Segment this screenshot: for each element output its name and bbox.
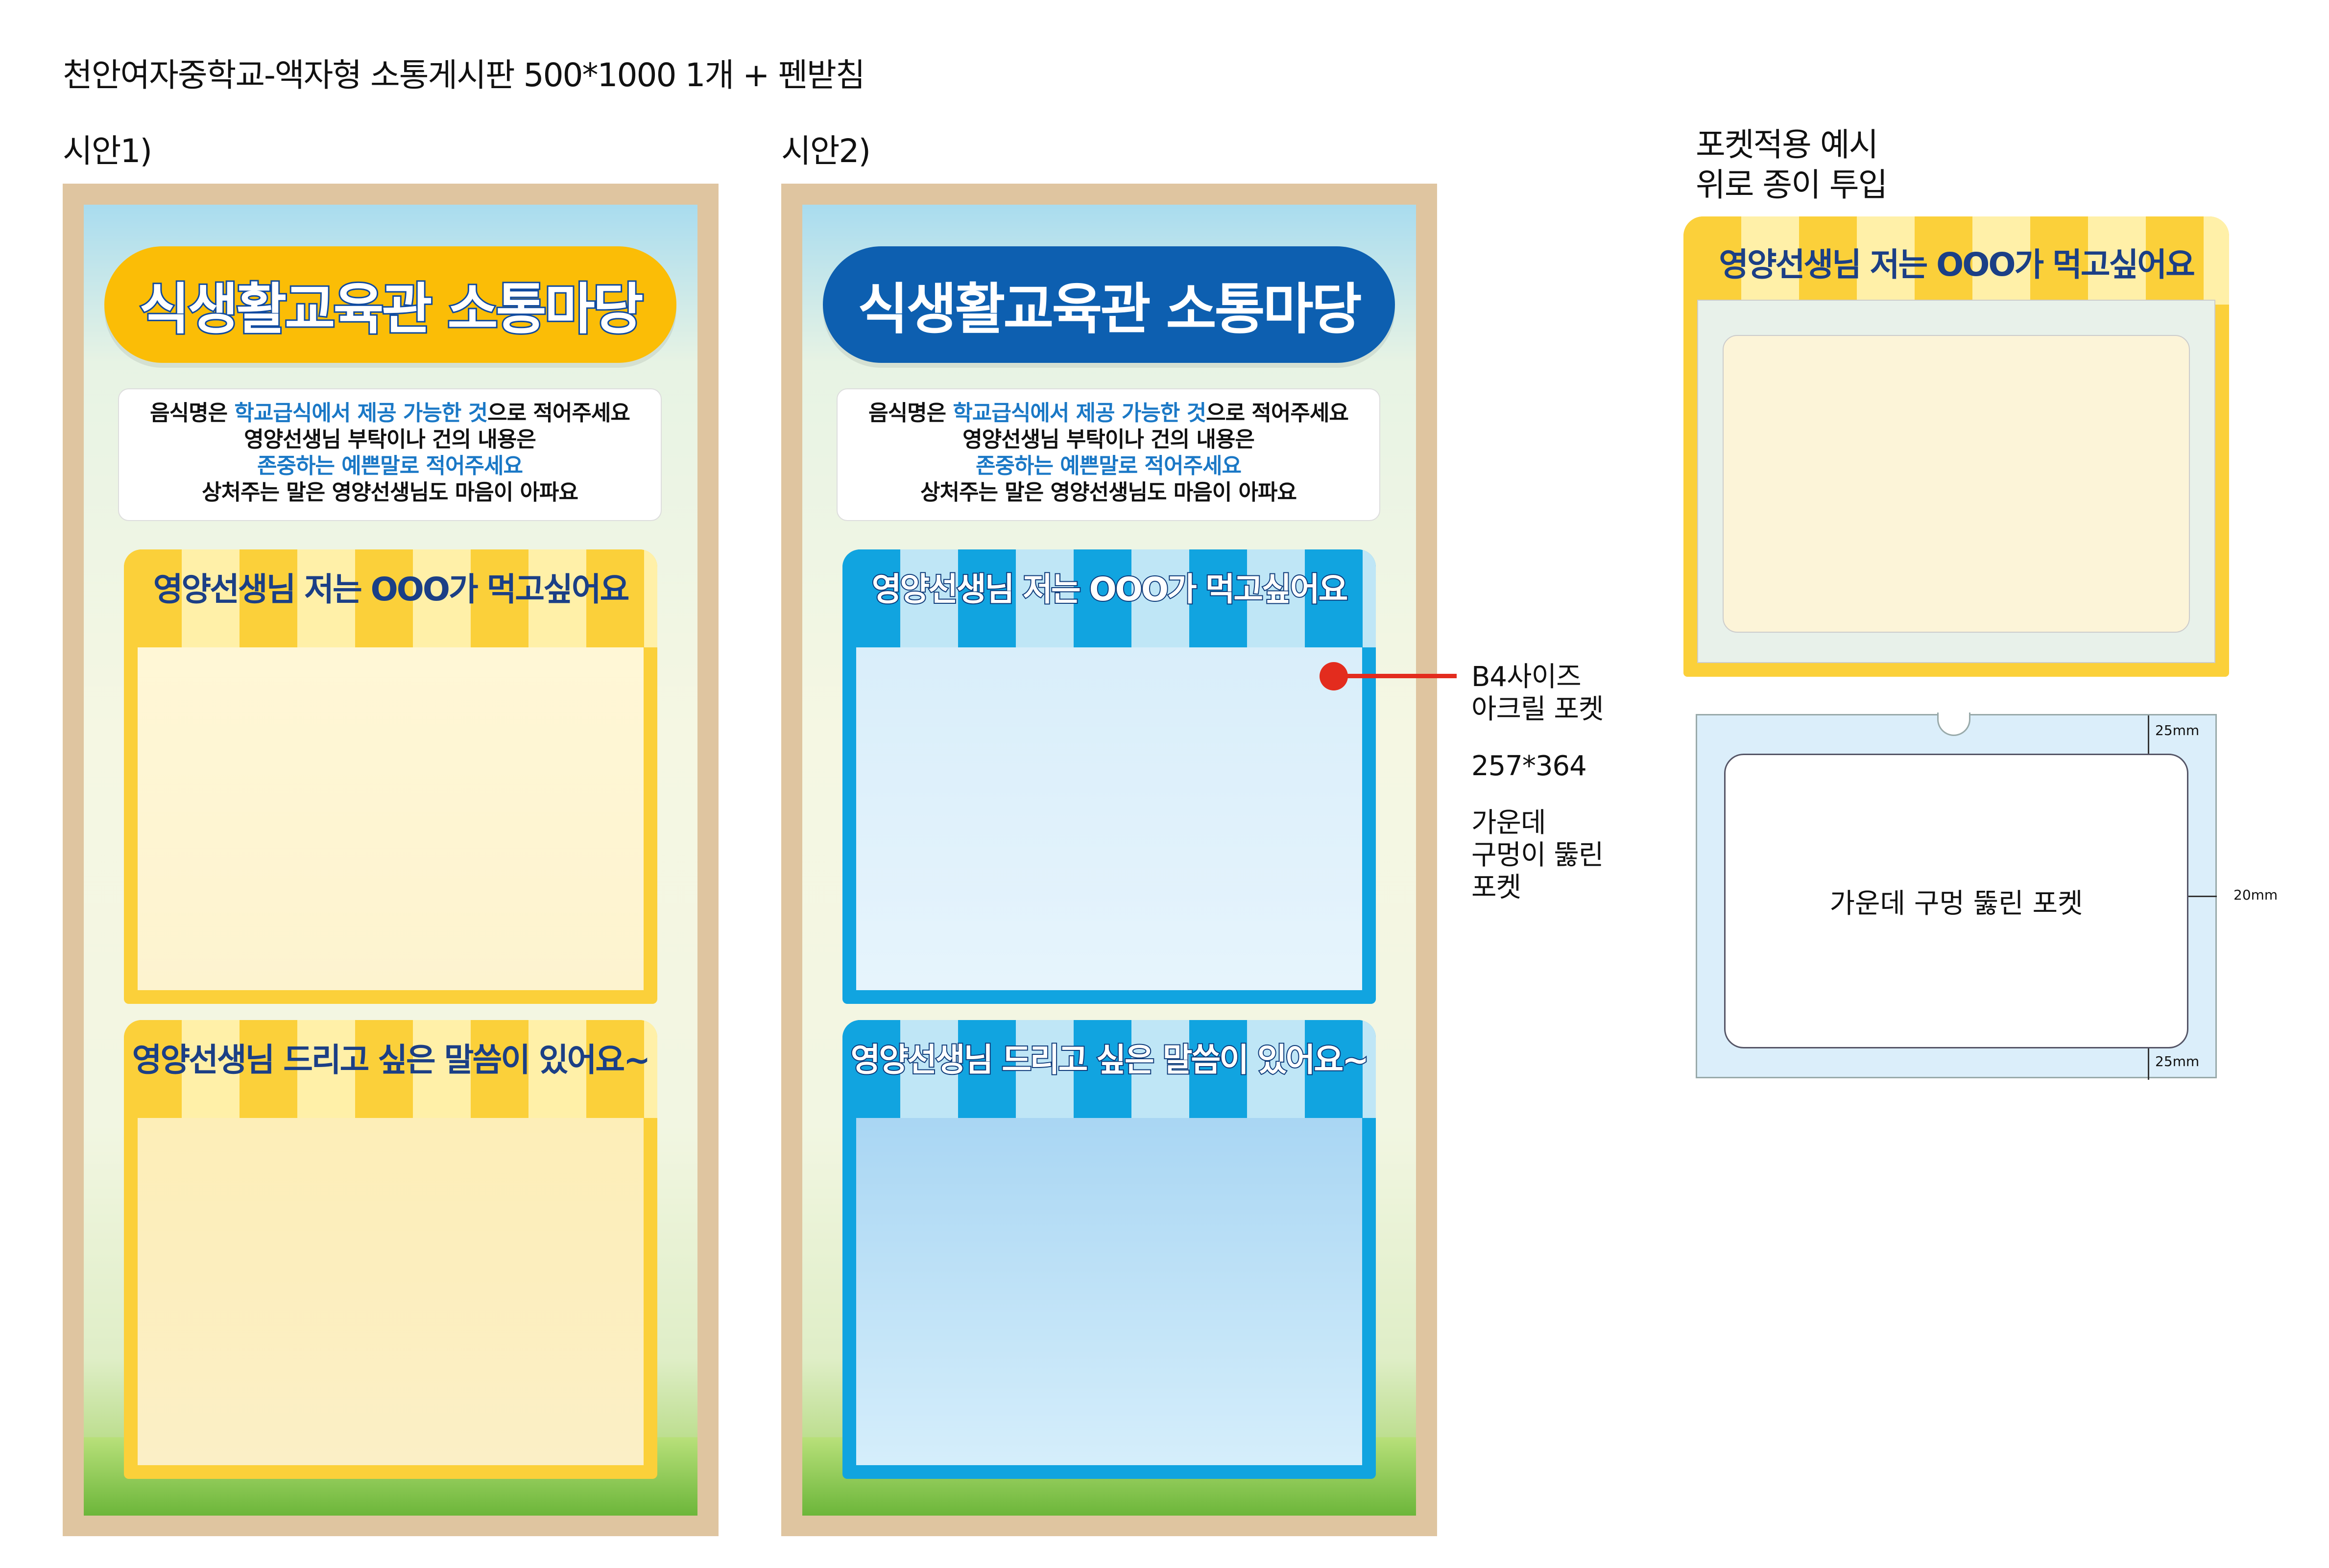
info-box: 음식명은 학교급식에서 제공 가능한 것으로 적어주세요 영양선생님 부탁이나 … — [118, 388, 662, 521]
pocket-message: 영양선생님 드리고 싶은 말씀이 있어요~ — [124, 1020, 657, 1479]
example-label-line: 포켓적용 예시 — [1696, 126, 1878, 164]
pocket-window: 가운데 구멍 뚫린 포켓 — [1724, 754, 2188, 1048]
info-text: 으로 적어주세요 — [487, 401, 630, 426]
board-title: 식생활교육관 소통마당 — [104, 246, 676, 363]
info-highlight: 학교급식에서 제공 가능한 것 — [953, 401, 1206, 426]
pocket-title: 영양선생님 저는 OOO가 먹고싶어요 — [124, 549, 657, 647]
acrylic-pocket — [1697, 300, 2215, 663]
pocket-title: 영양선생님 드리고 싶은 말씀이 있어요~ — [124, 1020, 657, 1118]
diagram-center-label: 가운데 구멍 뚫린 포켓 — [1829, 887, 2083, 920]
info-text: 영양선생님 부탁이나 건의 내용은 — [962, 427, 1255, 452]
info-box: 음식명은 학교급식에서 제공 가능한 것으로 적어주세요 영양선생님 부탁이나 … — [837, 388, 1380, 521]
pocket-title: 영양선생님 드리고 싶은 말씀이 있어요~ — [842, 1020, 1376, 1118]
finger-notch — [1937, 713, 1970, 736]
board-variant-2: 식생활교육관 소통마당 음식명은 학교급식에서 제공 가능한 것으로 적어주세요… — [781, 184, 1437, 1536]
annotation-text: 가운데 — [1471, 807, 1546, 839]
variant-2-label: 시안2) — [781, 132, 871, 170]
info-highlight: 학교급식에서 제공 가능한 것 — [234, 401, 488, 426]
pocket-food-request: 영양선생님 저는 OOO가 먹고싶어요 — [124, 549, 657, 1004]
info-highlight: 존중하는 예쁜말로 적어주세요 — [976, 453, 1242, 478]
annotation-text: B4사이즈 — [1471, 661, 1582, 693]
example-label-line: 위로 종이 투입 — [1696, 166, 1888, 204]
annotation-text: 구멍이 뚫린 — [1471, 839, 1604, 871]
pocket-food-request: 영양선생님 저는 OOO가 먹고싶어요 — [842, 549, 1376, 1004]
pocket-title: 영양선생님 저는 OOO가 먹고싶어요 — [842, 549, 1376, 647]
pocket-area — [856, 1118, 1362, 1465]
pocket-diagram: 가운데 구멍 뚫린 포켓 25mm 20mm 25mm — [1696, 713, 2278, 1080]
dimension-line — [2188, 896, 2217, 897]
info-highlight: 존중하는 예쁜말로 적어주세요 — [257, 453, 523, 478]
pocket-annotation: B4사이즈 아크릴 포켓 257*364 가운데 구멍이 뚫린 포켓 — [1471, 661, 1604, 904]
board-variant-1: 식생활교육관 소통마당 음식명은 학교급식에서 제공 가능한 것으로 적어주세요… — [63, 184, 719, 1536]
example-pocket: 영양선생님 저는 OOO가 먹고싶어요 — [1683, 216, 2229, 677]
paper-insert — [1723, 335, 2190, 633]
annotation-size: 257*364 — [1471, 750, 1587, 782]
bottom-margin-label: 25mm — [2155, 1053, 2200, 1069]
pocket-area — [138, 1118, 644, 1465]
annotation-text: 포켓 — [1471, 872, 1521, 903]
dimension-line — [2148, 715, 2149, 754]
info-text: 영양선생님 부탁이나 건의 내용은 — [244, 427, 536, 452]
dimension-line — [2148, 1048, 2149, 1080]
example-label: 포켓적용 예시 위로 종이 투입 — [1696, 125, 1888, 205]
info-text: 음식명은 — [868, 401, 953, 426]
top-margin-label: 25mm — [2155, 722, 2200, 738]
info-text: 상처주는 말은 영양선생님도 마음이 아파요 — [920, 480, 1297, 505]
side-margin-label: 20mm — [2233, 887, 2278, 903]
info-text: 상처주는 말은 영양선생님도 마음이 아파요 — [202, 480, 578, 505]
pocket-area — [138, 647, 644, 990]
variant-1-label: 시안1) — [63, 132, 152, 170]
pocket-title: 영양선생님 저는 OOO가 먹고싶어요 — [1683, 216, 2229, 305]
annotation-text: 아크릴 포켓 — [1471, 693, 1604, 725]
pocket-area — [856, 647, 1362, 990]
page-title: 천안여자중학교-액자형 소통게시판 500*1000 1개 + 펜받침 — [63, 56, 865, 94]
pocket-message: 영양선생님 드리고 싶은 말씀이 있어요~ — [842, 1020, 1376, 1479]
info-text: 음식명은 — [150, 401, 235, 426]
info-text: 으로 적어주세요 — [1206, 401, 1349, 426]
pocket-example: 영양선생님 저는 OOO가 먹고싶어요 — [1683, 216, 2229, 677]
board-title: 식생활교육관 소통마당 — [823, 246, 1395, 363]
pointer-line — [1337, 674, 1457, 678]
